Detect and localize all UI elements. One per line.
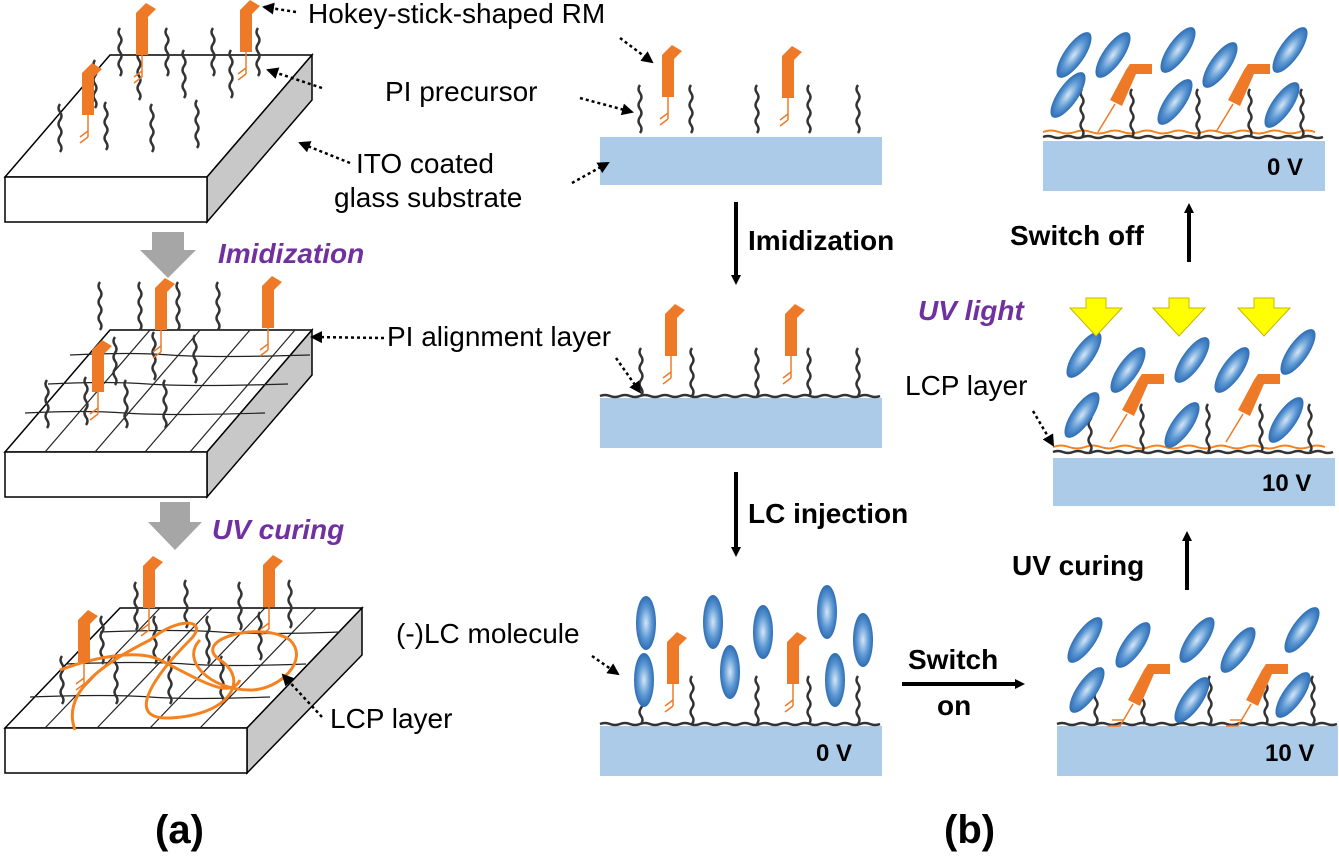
label-b-lc-injection: LC injection [748,498,909,529]
flow-arrows [731,202,1194,689]
label-b-imidization: Imidization [748,225,895,256]
label-switch-on-2: on [937,690,972,721]
stage-uv-irradiated [1052,297,1335,506]
voltage-uv-irradiated: 10 V [1262,470,1312,497]
process-arrow-uv-curing [148,502,202,550]
stage-pi-alignment [599,303,882,448]
voltage-lc-injected: 0 V [816,740,853,767]
label-lcp-layer-b: LCP layer [905,370,1028,401]
substrate-3d-2 [3,275,314,500]
label-lcp-layer-a: LCP layer [330,703,453,734]
label-lc-molecule: (-)LC molecule [396,618,580,649]
label-switch-off: Switch off [1010,220,1144,251]
label-pi-precursor: PI precursor [385,76,538,107]
stage-final [1042,22,1325,191]
stage-lc-injected [599,585,882,776]
label-a-imidization: Imidization [218,238,365,269]
panel-b-caption: (b) [944,808,996,852]
label-rm: Hokey-stick-shaped RM [308,0,606,29]
substrate-3d-1 [3,0,314,225]
stage-precursor [600,44,882,185]
uv-light-arrows [1068,297,1292,337]
lcp-network [59,621,298,731]
label-uv-light: UV light [918,295,1024,326]
voltage-final: 0 V [1267,154,1304,181]
label-pi-alignment: PI alignment layer [387,321,612,352]
process-arrow-imidization [140,232,196,278]
voltage-switched-on: 10 V [1265,740,1315,767]
label-a-uv-curing: UV curing [212,514,345,545]
panel-a-caption: (a) [155,808,204,852]
stage-switched-on [1056,602,1338,776]
label-ito-line1: ITO coated [356,148,495,179]
label-switch-on-1: Switch [908,644,999,675]
label-ito-line2: glass substrate [334,182,523,213]
leader-lines [262,2,1055,718]
label-b-uv-curing: UV curing [1012,550,1145,581]
substrate-3d-3 [3,554,364,775]
